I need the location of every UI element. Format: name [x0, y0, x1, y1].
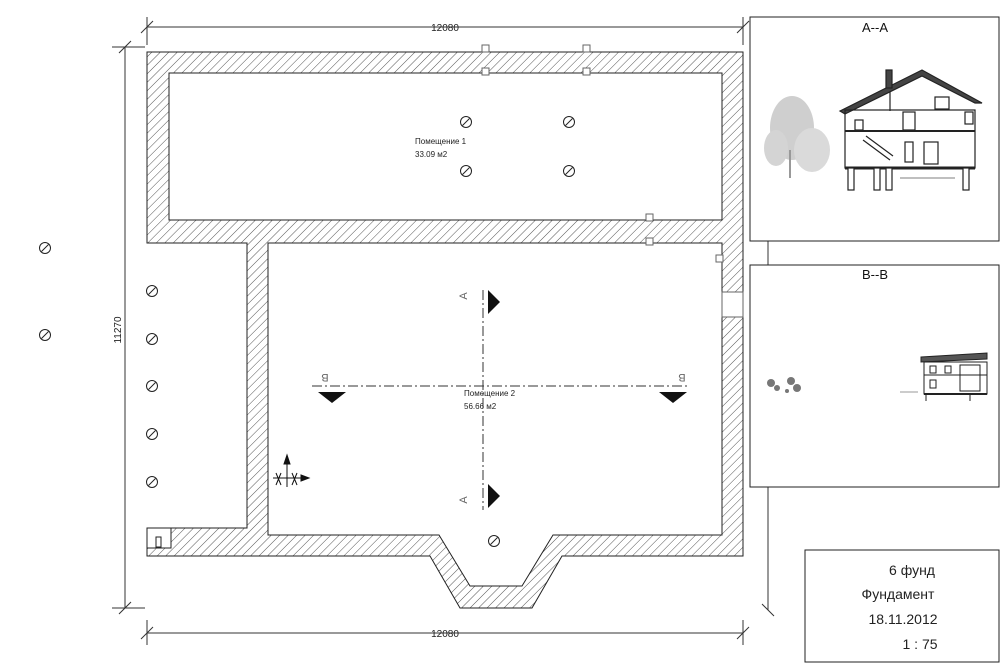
pile-marker	[39, 242, 51, 254]
foundation-walls	[146, 51, 744, 609]
dimension-left-label: 11270	[113, 316, 124, 344]
wall-markers	[481, 44, 744, 318]
wall-end-notch	[146, 527, 172, 549]
pile-marker	[563, 165, 575, 177]
house-section-drawing	[838, 69, 983, 191]
pile-marker	[146, 285, 158, 297]
pile-marker	[460, 165, 472, 177]
section-mark-b-left: B	[321, 371, 328, 383]
house-section-small-drawing	[900, 352, 988, 401]
small-opening	[155, 536, 162, 548]
title-block-scale: 1 : 75	[902, 636, 937, 652]
piles	[39, 116, 575, 547]
room-1-name: Помещение 1	[415, 137, 467, 146]
title-block-sheet: 6 фунд	[889, 562, 935, 578]
pile-marker	[146, 428, 158, 440]
shrub-icon	[767, 377, 801, 393]
pile-marker	[460, 116, 472, 128]
room-1-area: 33.09 м2	[415, 150, 448, 159]
title-block-date: 18.11.2012	[868, 611, 937, 627]
section-mark-a-top: A	[458, 292, 470, 300]
room-2-area: 56.66 м2	[464, 402, 497, 411]
section-aa-title: A--A	[862, 20, 888, 35]
dimension-bottom-label: 12080	[431, 629, 459, 640]
dimension-left: 11270	[112, 40, 145, 615]
section-bb-panel: B--B	[749, 264, 1000, 488]
section-bb-title: B--B	[862, 267, 888, 282]
pile-marker	[146, 333, 158, 345]
pile-marker	[146, 380, 158, 392]
pile-marker	[146, 476, 158, 488]
section-line-b: B B	[312, 371, 688, 403]
title-block: 6 фунд Фундамент 18.11.2012 1 : 75	[804, 549, 1000, 663]
section-line-a: A A	[458, 290, 500, 510]
dimension-bottom: 12080	[140, 620, 750, 645]
pile-marker	[488, 535, 500, 547]
section-aa-panel: A--A	[749, 16, 1000, 242]
north-marker-icon	[273, 453, 311, 487]
section-mark-a-bottom: A	[458, 496, 470, 504]
room-2-name: Помещение 2	[464, 389, 516, 398]
dimension-top-label: 12080	[431, 23, 459, 34]
pile-marker	[39, 329, 51, 341]
tree-icon	[764, 96, 830, 178]
title-block-name: Фундамент	[862, 586, 935, 602]
section-mark-b-right: B	[678, 371, 685, 383]
pile-marker	[563, 116, 575, 128]
dimension-top: 12080	[140, 17, 750, 45]
